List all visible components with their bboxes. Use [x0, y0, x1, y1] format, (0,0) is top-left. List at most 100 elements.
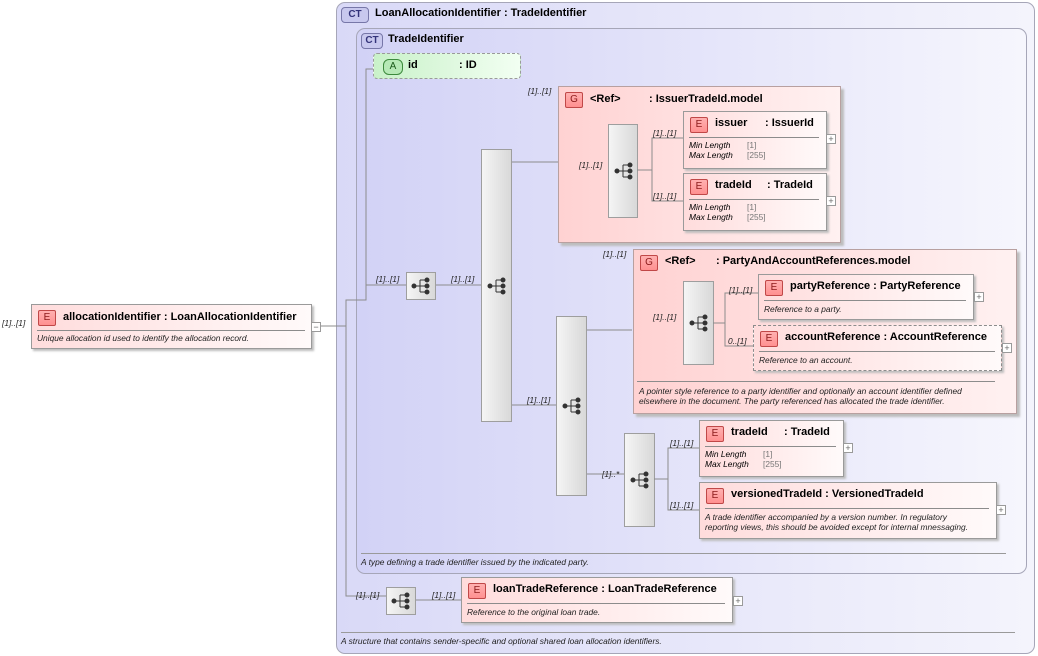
- cardinality: [1]..[1]: [451, 274, 475, 284]
- expand-icon[interactable]: +: [974, 292, 984, 302]
- facet-max-value: [255]: [747, 212, 766, 222]
- expand-icon[interactable]: +: [1002, 343, 1012, 353]
- element-doc: A trade identifier accompanied by a vers…: [705, 512, 969, 532]
- sequence-compositor[interactable]: [608, 124, 638, 218]
- cardinality: [1]..[1]: [432, 590, 456, 600]
- facet-min-length: Min Length: [705, 449, 747, 459]
- facet-max-length: Max Length: [705, 459, 749, 469]
- attribute-name: id: [408, 59, 418, 71]
- separator: [361, 553, 1006, 554]
- complex-type-badge-icon: CT: [361, 33, 383, 49]
- expand-icon[interactable]: +: [826, 134, 836, 144]
- root-cardinality: [1]..[1]: [2, 318, 26, 328]
- facet-max-length: Max Length: [689, 212, 733, 222]
- cardinality: [1]..[1]: [670, 500, 694, 510]
- inner-type-doc: A type defining a trade identifier issue…: [361, 557, 589, 567]
- facet-min-value: [1]: [747, 202, 757, 212]
- inner-type-title: TradeIdentifier: [388, 33, 464, 45]
- group-doc: A pointer style reference to a party ide…: [639, 386, 962, 406]
- sequence-icon: [689, 314, 708, 332]
- element-name: tradeId: [731, 426, 768, 438]
- separator: [37, 330, 305, 331]
- element-loanTradeReference[interactable]: E loanTradeReference : LoanTradeReferenc…: [461, 577, 733, 623]
- sequence-compositor[interactable]: [624, 433, 655, 527]
- element-badge: E: [760, 331, 778, 347]
- cardinality: [1]..[1]: [729, 285, 753, 295]
- sequence-icon: [411, 277, 430, 295]
- outer-type-doc: A structure that contains sender-specifi…: [341, 636, 662, 646]
- facet-max-value: [255]: [763, 459, 782, 469]
- element-doc: Reference to the original loan trade.: [467, 607, 601, 617]
- attribute-id[interactable]: A id : ID: [373, 53, 521, 79]
- separator: [705, 508, 989, 509]
- element-name: accountReference : AccountReference: [785, 331, 987, 343]
- separator: [689, 137, 819, 138]
- element-issuer[interactable]: E issuer : IssuerId Min Length [1] Max L…: [683, 111, 827, 169]
- cardinality: [1]..[1]: [653, 128, 677, 138]
- cardinality: 0..[1]: [728, 336, 747, 346]
- element-badge: E: [690, 117, 708, 133]
- separator: [759, 351, 995, 352]
- element-badge: E: [706, 488, 724, 504]
- element-doc: Reference to a party.: [764, 304, 842, 314]
- element-doc: Reference to an account.: [759, 355, 853, 365]
- element-type: : TradeId: [784, 426, 830, 438]
- sequence-compositor[interactable]: [481, 149, 512, 422]
- sequence-compositor[interactable]: [556, 316, 587, 496]
- sequence-icon: [487, 277, 506, 295]
- element-badge: E: [765, 280, 783, 296]
- element-badge: E: [690, 179, 708, 195]
- element-name: partyReference : PartyReference: [790, 280, 961, 292]
- cardinality: [1]..[1]: [579, 160, 603, 170]
- facet-min-value: [1]: [763, 449, 773, 459]
- attribute-badge: A: [383, 59, 403, 75]
- sequence-compositor[interactable]: [406, 272, 436, 300]
- element-partyReference[interactable]: E partyReference : PartyReference Refere…: [758, 274, 974, 320]
- cardinality: [1]..[1]: [527, 395, 551, 405]
- cardinality: [1]..[1]: [653, 312, 677, 322]
- element-tradeId[interactable]: E tradeId : TradeId Min Length [1] Max L…: [683, 173, 827, 231]
- element-versionedTradeId[interactable]: E versionedTradeId : VersionedTradeId A …: [699, 482, 997, 539]
- element-doc: Unique allocation id used to identify th…: [37, 333, 249, 343]
- separator: [467, 603, 725, 604]
- cardinality: [1]..*: [602, 469, 620, 479]
- element-type: : TradeId: [767, 179, 813, 191]
- cardinality: [1]..[1]: [670, 438, 694, 448]
- element-badge: E: [468, 583, 486, 599]
- element-name: versionedTradeId : VersionedTradeId: [731, 488, 924, 500]
- separator: [341, 632, 1015, 633]
- element-badge: E: [706, 426, 724, 442]
- element-name: allocationIdentifier : LoanAllocationIde…: [63, 311, 297, 323]
- separator: [705, 446, 836, 447]
- expand-icon[interactable]: +: [733, 596, 743, 606]
- element-type: : IssuerId: [765, 117, 814, 129]
- element-tradeId[interactable]: E tradeId : TradeId Min Length [1] Max L…: [699, 420, 844, 477]
- element-name: tradeId: [715, 179, 752, 191]
- expand-icon[interactable]: +: [996, 505, 1006, 515]
- cardinality: [1]..[1]: [356, 590, 380, 600]
- collapse-icon[interactable]: −: [311, 322, 321, 332]
- sequence-compositor[interactable]: [386, 587, 416, 615]
- cardinality: [1]..[1]: [528, 86, 552, 96]
- group-name: : IssuerTradeId.model: [649, 93, 763, 105]
- separator: [689, 199, 819, 200]
- cardinality: [1]..[1]: [376, 274, 400, 284]
- outer-type-title: LoanAllocationIdentifier : TradeIdentifi…: [375, 7, 587, 19]
- group-name: : PartyAndAccountReferences.model: [716, 255, 911, 267]
- cardinality: [1]..[1]: [603, 249, 627, 259]
- expand-icon[interactable]: +: [843, 443, 853, 453]
- facet-min-length: Min Length: [689, 202, 731, 212]
- element-allocationIdentifier[interactable]: E allocationIdentifier : LoanAllocationI…: [31, 304, 312, 349]
- sequence-icon: [391, 592, 410, 610]
- facet-min-value: [1]: [747, 140, 757, 150]
- element-accountReference[interactable]: E accountReference : AccountReference Re…: [753, 325, 1002, 371]
- sequence-icon: [630, 471, 649, 489]
- attribute-type: : ID: [459, 59, 477, 71]
- sequence-icon: [562, 397, 581, 415]
- facet-min-length: Min Length: [689, 140, 731, 150]
- expand-icon[interactable]: +: [826, 196, 836, 206]
